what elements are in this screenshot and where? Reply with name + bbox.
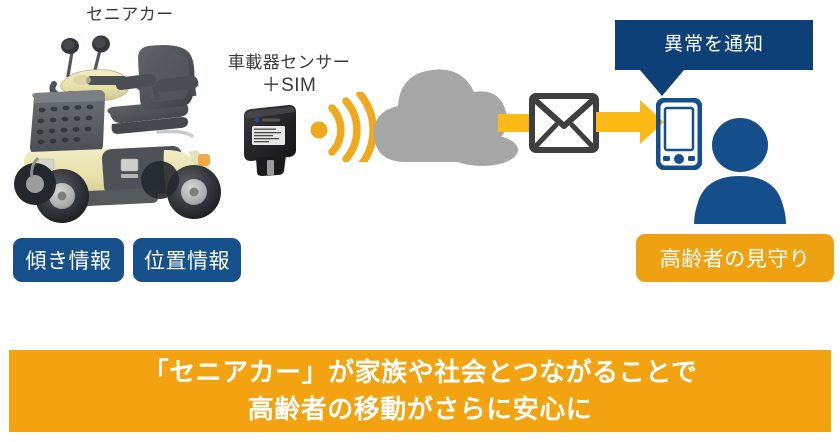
- summary-banner: 「セニアカー」が家族や社会とつながることで 高齢者の移動がさらに安心に: [9, 350, 831, 432]
- cloud-icon: [370, 62, 530, 166]
- badge-elderly-watch[interactable]: 高齢者の見守り: [636, 234, 834, 282]
- smartphone-icon: [655, 97, 703, 171]
- sensor-caption-line2: ＋SIM: [261, 75, 317, 96]
- badge-tilt-info-label: 傾き情報: [25, 250, 112, 273]
- obd-sensor-device: [240, 104, 302, 176]
- notification-bubble-label: 異常を通知: [663, 34, 764, 55]
- notification-bubble-pointer: [640, 70, 684, 96]
- sensor-caption-line1: 車載器センサー: [227, 53, 351, 72]
- summary-banner-line1: 「セニアカー」が家族や社会とつながることで: [142, 357, 698, 388]
- badge-location-info[interactable]: 位置情報: [133, 238, 241, 282]
- badge-elderly-watch-label: 高齢者の見守り: [659, 248, 811, 271]
- summary-banner-line2: 高齢者の移動がさらに安心に: [247, 394, 593, 424]
- badge-location-info-label: 位置情報: [144, 250, 230, 273]
- scooter-caption: セニアカー: [86, 5, 174, 24]
- envelope-icon: [528, 92, 600, 154]
- person-silhouette-icon: [692, 118, 788, 224]
- notification-bubble: 異常を通知: [615, 20, 813, 96]
- mobility-scooter-photo: [8, 28, 240, 226]
- arrow-right-icon-envelope-to-phone: [596, 100, 664, 144]
- wifi-signal-icon: [306, 90, 378, 170]
- badge-tilt-info[interactable]: 傾き情報: [13, 238, 124, 282]
